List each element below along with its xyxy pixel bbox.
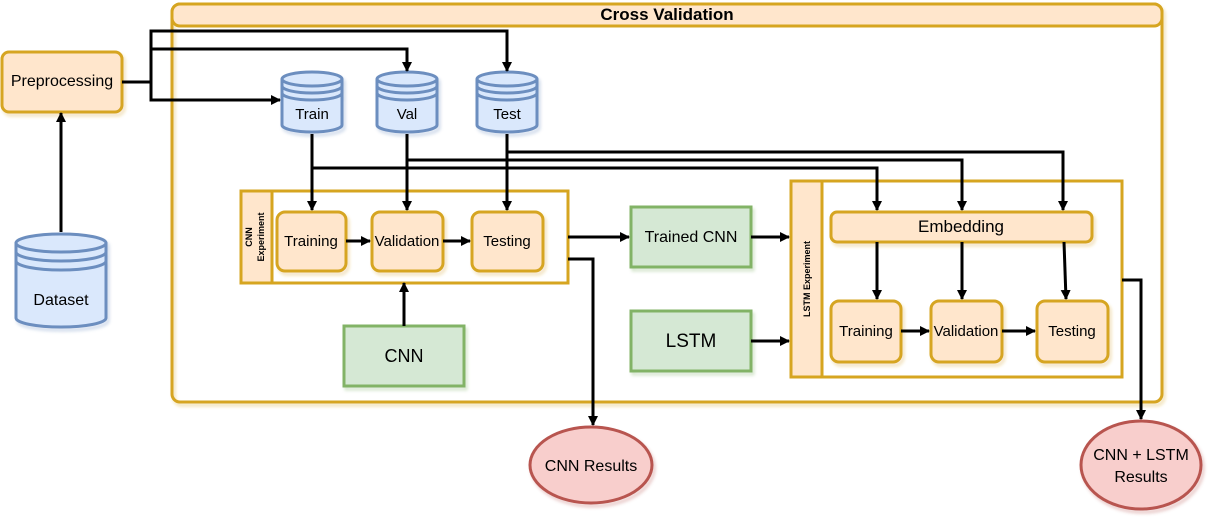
lstm-validation-box[interactable]: Validation xyxy=(929,299,1004,364)
trained-cnn-box[interactable]: Trained CNN xyxy=(629,205,753,269)
arrow-embedding-to-lstm-testing xyxy=(1060,241,1071,300)
arrow-test-to-embedding xyxy=(507,150,1068,211)
lstm-training-box[interactable]: Training xyxy=(829,299,903,364)
cnn-validation-box[interactable]: Validation xyxy=(370,210,445,273)
lstm-experiment-label: LSTM Experiment xyxy=(802,241,812,317)
arrow-lstm-experiment-to-combined-results xyxy=(1122,278,1146,420)
cnn-testing-label: Testing xyxy=(483,233,531,250)
embedding-label: Embedding xyxy=(918,217,1004,236)
dataset-label: Dataset xyxy=(33,292,89,309)
lstm-testing-label: Testing xyxy=(1048,323,1096,340)
lstm-model-box[interactable]: LSTM xyxy=(629,309,753,373)
trained-cnn-label: Trained CNN xyxy=(645,229,738,246)
cnn-experiment-label-line1: CNN xyxy=(244,227,254,247)
combined-results-label-line2: Results xyxy=(1114,469,1167,486)
cnn-training-box[interactable]: Training xyxy=(275,210,348,273)
arrow-train-to-embedding xyxy=(312,166,882,211)
val-label: Val xyxy=(397,106,418,123)
cnn-model-label: CNN xyxy=(385,346,424,366)
arrow-preprocessing-to-train xyxy=(122,80,281,105)
cross-validation-container: Cross Validation xyxy=(170,2,1164,404)
arrow-cnn-experiment-to-cnn-results xyxy=(568,257,598,426)
cnn-results-ellipse[interactable]: CNN Results xyxy=(528,425,654,505)
lstm-model-label: LSTM xyxy=(666,331,717,352)
cross-validation-title: Cross Validation xyxy=(600,5,733,24)
cnn-model-box[interactable]: CNN xyxy=(342,324,466,388)
preprocessing-box[interactable]: Preprocessing xyxy=(0,50,124,114)
cnn-training-label: Training xyxy=(284,233,338,250)
dataset-cylinder[interactable]: Dataset xyxy=(14,232,108,329)
lstm-training-label: Training xyxy=(839,323,893,340)
connectors xyxy=(56,29,1146,426)
combined-results-label-line1: CNN + LSTM xyxy=(1093,447,1189,464)
arrow-val-to-embedding xyxy=(407,158,967,211)
train-label: Train xyxy=(295,106,329,123)
cnn-testing-box[interactable]: Testing xyxy=(470,210,545,273)
lstm-testing-box[interactable]: Testing xyxy=(1035,299,1110,364)
cnn-experiment-label-line2: Experiment xyxy=(256,212,266,261)
arrow-preprocessing-to-test xyxy=(149,29,512,72)
test-label: Test xyxy=(493,106,521,123)
combined-results-ellipse[interactable]: CNN + LSTM Results xyxy=(1079,419,1203,511)
cnn-validation-label: Validation xyxy=(375,233,440,250)
lstm-validation-label: Validation xyxy=(934,323,999,340)
arrow-preprocessing-to-val xyxy=(122,47,412,84)
val-cylinder[interactable]: Val xyxy=(375,70,439,134)
cnn-results-label: CNN Results xyxy=(545,458,637,475)
train-cylinder[interactable]: Train xyxy=(280,70,344,134)
test-cylinder[interactable]: Test xyxy=(475,70,539,134)
preprocessing-label: Preprocessing xyxy=(11,73,113,90)
embedding-box[interactable]: Embedding xyxy=(829,210,1094,244)
